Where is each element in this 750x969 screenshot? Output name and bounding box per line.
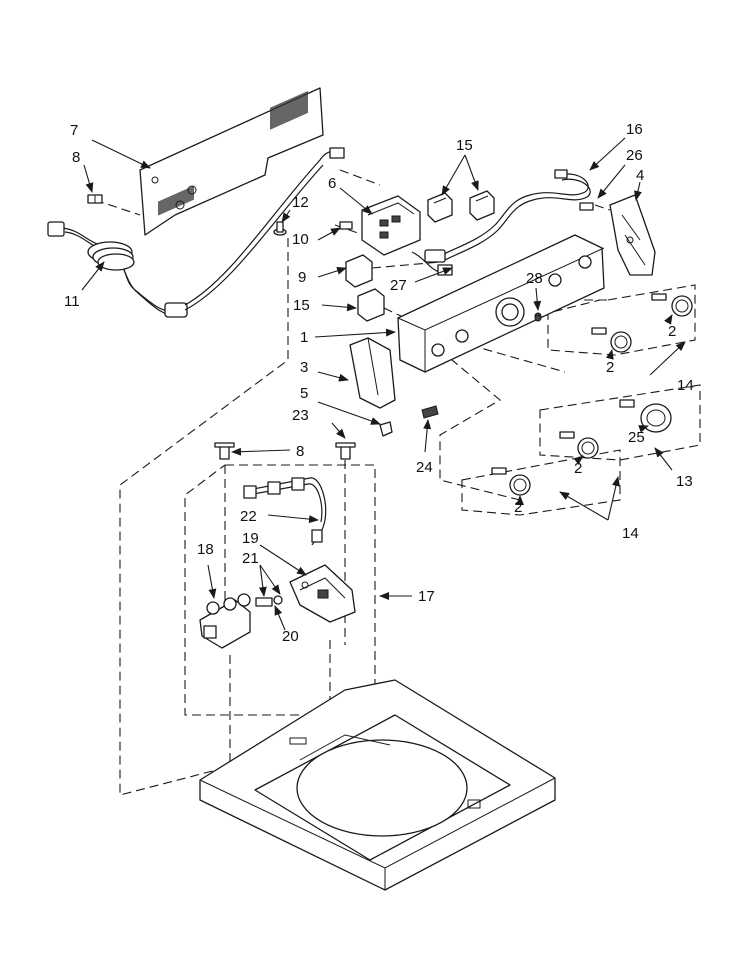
callout-23: 23: [292, 407, 309, 424]
clip-part: [379, 421, 393, 437]
callout-28: 28: [526, 270, 543, 287]
callout-26: 26: [626, 147, 643, 164]
screw-part: [339, 221, 353, 230]
screw-part: [335, 442, 356, 460]
callout-15: 15: [293, 297, 310, 314]
large-knob-part: [619, 399, 672, 433]
callout-16: 16: [626, 121, 643, 138]
callout-11: 11: [64, 293, 80, 310]
water-valve-part: [199, 593, 251, 649]
callout-15: 15: [456, 137, 473, 154]
callout-22: 22: [240, 508, 257, 525]
harness-part: [243, 477, 327, 546]
callout-14: 14: [677, 377, 694, 394]
wire-harness-part: [424, 169, 591, 263]
indicator-part: [534, 314, 542, 322]
callout-2: 2: [514, 499, 522, 516]
washer-top-part: [199, 679, 556, 891]
callout-1: 1: [300, 329, 308, 346]
callout-7: 7: [70, 122, 78, 139]
callout-12: 12: [292, 194, 309, 211]
callout-3: 3: [300, 359, 308, 376]
callout-8: 8: [72, 149, 80, 166]
callout-18: 18: [197, 541, 214, 558]
callout-10: 10: [292, 231, 309, 248]
callout-21: 21: [242, 550, 259, 567]
callout-labels: 7 8 12 10 11 6 9 15 15 16 26 4 27 28 1 3…: [64, 121, 694, 645]
end-cap-part: [609, 194, 656, 276]
console-end-cap-part: [349, 337, 396, 409]
callout-4: 4: [636, 167, 644, 184]
fitting-part: [255, 595, 283, 607]
screw-part: [579, 202, 594, 211]
knob-part: [491, 467, 531, 496]
callout-20: 20: [282, 628, 299, 645]
callout-14: 14: [622, 525, 639, 542]
callout-17: 17: [418, 588, 435, 605]
switch-part: [357, 288, 385, 322]
callout-13: 13: [676, 473, 693, 490]
screw-part: [214, 442, 235, 460]
callout-25: 25: [628, 429, 645, 446]
switch-part: [345, 254, 373, 288]
callout-2: 2: [668, 323, 676, 340]
callout-8: 8: [296, 443, 304, 460]
callout-24: 24: [416, 459, 433, 476]
callout-2: 2: [606, 359, 614, 376]
control-board-part: [361, 195, 421, 256]
console-part: [397, 234, 605, 373]
callout-5: 5: [300, 385, 308, 402]
screw-part: [87, 194, 103, 204]
callout-6: 6: [328, 175, 336, 192]
callout-19: 19: [242, 530, 259, 547]
ground-screw-part: [273, 221, 287, 236]
callout-27: 27: [390, 277, 407, 294]
knob-part: [559, 431, 599, 459]
knob-part: [591, 327, 632, 353]
leader-lines: [81, 137, 686, 631]
callout-2: 2: [574, 460, 582, 477]
switch-part: [469, 190, 495, 221]
rear-panel-part: [139, 87, 324, 236]
lens-part: [421, 405, 439, 419]
callout-9: 9: [298, 269, 306, 286]
knob-part: [651, 293, 693, 317]
dispenser-part: [289, 564, 356, 623]
switch-part: [427, 192, 453, 223]
